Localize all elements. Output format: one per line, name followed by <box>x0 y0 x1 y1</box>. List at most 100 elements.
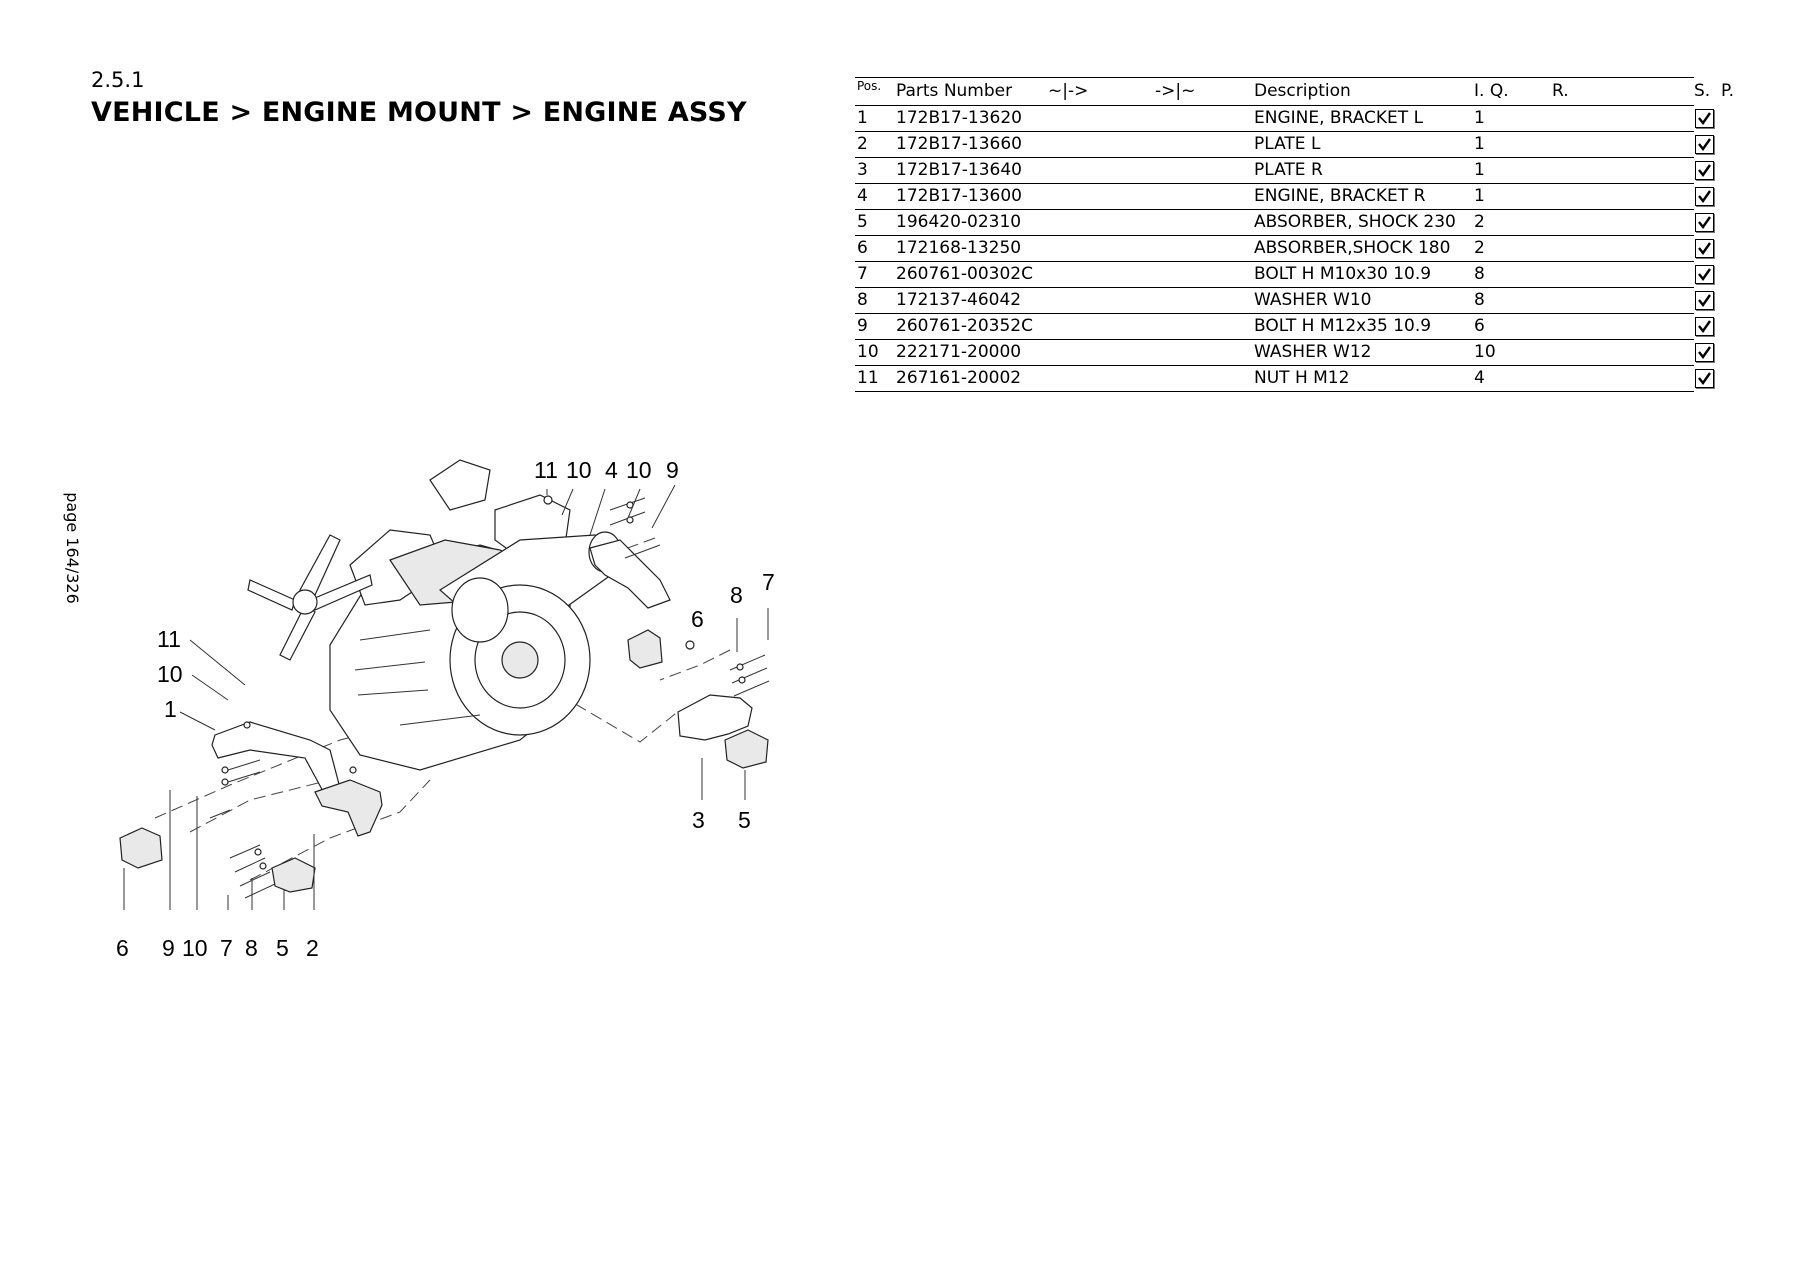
checkmark-icon <box>1698 371 1711 385</box>
callout-11-top: 11 <box>534 457 558 483</box>
row-description: BOLT H M12x35 10.9 <box>1252 313 1472 340</box>
row-to <box>1153 131 1252 158</box>
row-r <box>1550 261 1694 288</box>
row-part-number: 172B17-13600 <box>894 183 1046 210</box>
spare-part-checkbox[interactable] <box>1695 160 1714 180</box>
row-part-number: 172B17-13660 <box>894 131 1046 158</box>
row-sp <box>1694 366 1734 392</box>
row-sp <box>1694 236 1734 262</box>
row-to <box>1153 287 1252 314</box>
row-to <box>1153 313 1252 340</box>
row-part-number: 260761-20352C <box>894 313 1046 340</box>
spare-part-checkbox[interactable] <box>1695 316 1714 336</box>
header-to: ->|~ <box>1153 77 1252 106</box>
callout-10a-top: 10 <box>566 457 592 483</box>
row-pos: 6 <box>855 235 894 262</box>
row-quantity: 2 <box>1472 209 1550 236</box>
header-from: ~|-> <box>1046 77 1153 106</box>
spare-part-checkbox[interactable] <box>1695 238 1714 258</box>
row-description: PLATE R <box>1252 157 1472 184</box>
row-from <box>1046 209 1153 236</box>
spare-part-checkbox[interactable] <box>1695 212 1714 232</box>
row-quantity: 4 <box>1472 365 1550 392</box>
row-pos: 2 <box>855 131 894 158</box>
shock-absorber-bm <box>271 857 316 893</box>
row-description: ABSORBER,SHOCK 180 <box>1252 235 1472 262</box>
row-description: ENGINE, BRACKET R <box>1252 183 1472 210</box>
row-sp <box>1694 210 1734 236</box>
shock-absorber-r <box>724 729 769 769</box>
row-to <box>1153 183 1252 210</box>
row-pos: 10 <box>855 339 894 366</box>
row-from <box>1046 105 1153 132</box>
row-quantity: 1 <box>1472 105 1550 132</box>
header-p: P. <box>1721 81 1735 101</box>
row-r <box>1550 339 1694 366</box>
row-quantity: 6 <box>1472 313 1550 340</box>
parts-table-header: Pos. Parts Number ~|-> ->|~ Description … <box>855 77 1735 106</box>
callout-1-left: 1 <box>164 696 177 722</box>
row-r <box>1550 313 1694 340</box>
spare-part-checkbox[interactable] <box>1695 186 1714 206</box>
spare-part-checkbox[interactable] <box>1695 342 1714 362</box>
row-from <box>1046 235 1153 262</box>
section-number: 2.5.1 <box>91 68 145 92</box>
row-pos: 1 <box>855 105 894 132</box>
hardware-fasteners <box>209 495 770 899</box>
spare-part-checkbox[interactable] <box>1695 368 1714 388</box>
row-pos: 7 <box>855 261 894 288</box>
row-description: NUT H M12 <box>1252 365 1472 392</box>
row-sp <box>1694 340 1734 366</box>
row-description: ENGINE, BRACKET L <box>1252 105 1472 132</box>
row-r <box>1550 287 1694 314</box>
row-part-number: 172137-46042 <box>894 287 1046 314</box>
callout-10-left: 10 <box>157 661 183 687</box>
spare-part-checkbox[interactable] <box>1695 290 1714 310</box>
checkmark-icon <box>1698 111 1711 125</box>
row-part-number: 172B17-13620 <box>894 105 1046 132</box>
row-from <box>1046 287 1153 314</box>
row-pos: 3 <box>855 157 894 184</box>
row-quantity: 1 <box>1472 183 1550 210</box>
row-to <box>1153 105 1252 132</box>
leader-lines <box>123 484 769 910</box>
row-sp <box>1694 262 1734 288</box>
row-to <box>1153 365 1252 392</box>
header-iq: I. Q. <box>1472 77 1550 106</box>
spare-part-checkbox[interactable] <box>1695 108 1714 128</box>
row-sp <box>1694 314 1734 340</box>
engine-assembly <box>247 459 626 771</box>
row-pos: 11 <box>855 365 894 392</box>
spare-part-checkbox[interactable] <box>1695 264 1714 284</box>
row-description: WASHER W10 <box>1252 287 1472 314</box>
row-from <box>1046 261 1153 288</box>
spare-part-checkbox[interactable] <box>1695 134 1714 154</box>
plate-right <box>677 694 753 741</box>
row-part-number: 260761-00302C <box>894 261 1046 288</box>
row-to <box>1153 339 1252 366</box>
header-description: Description <box>1252 77 1472 106</box>
row-to <box>1153 235 1252 262</box>
checkmark-icon <box>1698 267 1711 281</box>
row-part-number: 267161-20002 <box>894 365 1046 392</box>
plate-left <box>314 779 383 837</box>
header-parts-number: Parts Number <box>894 77 1046 106</box>
row-r <box>1550 105 1694 132</box>
row-r <box>1550 131 1694 158</box>
row-sp <box>1694 132 1734 158</box>
engine-bracket-right <box>589 539 671 609</box>
row-description: ABSORBER, SHOCK 230 <box>1252 209 1472 236</box>
row-from <box>1046 365 1153 392</box>
header-s: S. <box>1694 81 1711 101</box>
row-r <box>1550 209 1694 236</box>
row-from <box>1046 183 1153 210</box>
row-part-number: 172168-13250 <box>894 235 1046 262</box>
